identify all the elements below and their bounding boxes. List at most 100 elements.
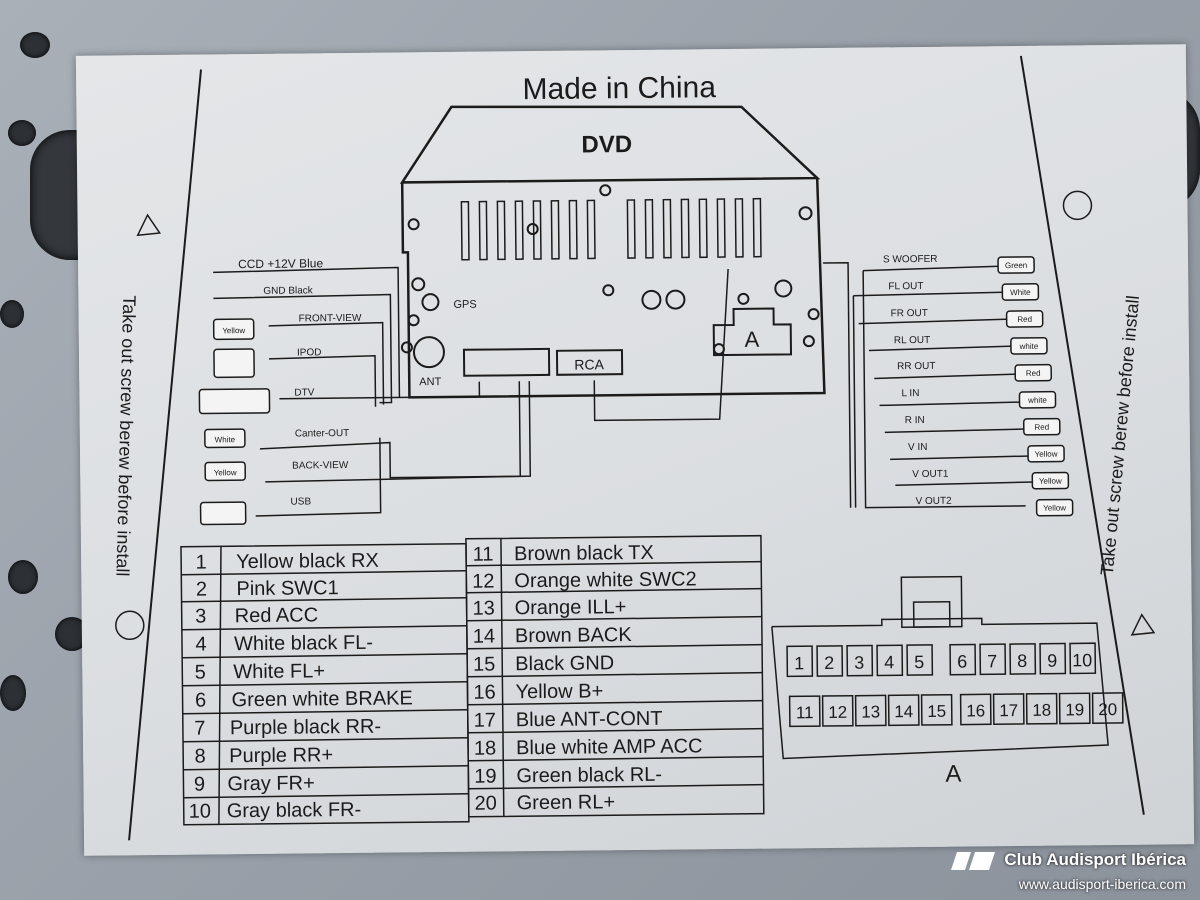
connector-pin-number: 6: [957, 652, 967, 672]
connector-pin-number: 10: [1072, 650, 1092, 670]
port-a-label: A: [744, 327, 759, 352]
heat-sink-fins: [460, 197, 762, 261]
pin-number: 10: [189, 800, 211, 822]
plug-color-label: White: [1010, 288, 1031, 297]
pin-number: 15: [473, 653, 495, 675]
left-cable-label: BACK-VIEW: [292, 460, 349, 472]
wiring-diagram: A RCA GPS ANT Made in China DVD CCD +12V…: [115, 55, 1156, 841]
connector-a-diagram: [771, 575, 1109, 760]
watermark-brand: Club Audisport Ibérica: [1004, 850, 1186, 869]
pin-table-grid: [180, 534, 765, 826]
connector-pin-number: 17: [999, 701, 1018, 720]
rca-label: RCA: [574, 356, 604, 372]
chassis-hole: [8, 560, 38, 594]
audisport-logo-icon: [951, 852, 995, 870]
left-cable-label: GND Black: [263, 285, 314, 297]
pin-number: 13: [472, 597, 494, 619]
left-cable-label: USB: [290, 496, 311, 507]
pin-number: 5: [195, 662, 206, 684]
mascot-icon: [115, 190, 1093, 641]
right-cable-label: R IN: [905, 415, 925, 426]
left-cable-label: IPOD: [297, 347, 322, 358]
right-cable-label: RR OUT: [897, 361, 935, 372]
rca-port: [555, 349, 624, 376]
left-cable-label: DTV: [294, 387, 314, 398]
right-cable-label: FL OUT: [888, 281, 923, 292]
rca-plug-icon: [204, 461, 247, 482]
pin-description: Orange ILL+: [515, 596, 627, 619]
pin-description: Gray FR+: [227, 772, 314, 795]
connector-pin-number: 13: [861, 702, 880, 721]
ipod-plug-icon: [213, 348, 255, 379]
plug-color-label: White: [215, 435, 236, 444]
connector-pin-number: 15: [927, 702, 946, 721]
pin-description: Gray black FR-: [227, 799, 362, 822]
plug-color-label: Yellow: [1035, 450, 1058, 459]
left-cable-label: CCD +12V Blue: [238, 256, 324, 271]
connector-pin-number: 2: [824, 653, 834, 673]
left-cable-lines: [213, 266, 729, 517]
chassis-hole: [0, 675, 26, 711]
right-cable-label: FR OUT: [891, 308, 928, 319]
connector-pin-number: 11: [796, 703, 814, 722]
pin-number: 2: [196, 578, 207, 600]
wiring-label: A RCA GPS ANT Made in China DVD CCD +12V…: [75, 44, 1195, 856]
gps-label: GPS: [453, 299, 476, 311]
pin-number: 12: [472, 570, 494, 592]
connector-pin-number: 16: [966, 701, 985, 720]
pin-description: Purple RR+: [229, 744, 333, 767]
connector-pin-number: 18: [1032, 701, 1051, 720]
connector-pin-number: 14: [894, 702, 913, 721]
port-a-socket: [712, 307, 793, 357]
pin-description: Green black RL-: [516, 764, 662, 788]
left-cable-label: FRONT-VIEW: [299, 313, 362, 325]
plug-color-label: Yellow: [1039, 477, 1062, 486]
pin-number: 14: [473, 625, 495, 647]
pin-number: 17: [474, 709, 496, 731]
pin-description: White FL+: [233, 660, 325, 683]
plug-color-label: Green: [1005, 261, 1027, 270]
unit-holes: [400, 184, 820, 369]
connector-pin-number: 4: [884, 652, 894, 672]
right-cable-label: V IN: [908, 442, 928, 453]
plug-color-label: Red: [1026, 369, 1041, 378]
right-cable-label: S WOOFER: [883, 254, 938, 266]
pin-number: 11: [473, 543, 494, 565]
left-border-line: [128, 69, 202, 841]
plug-color-label: white: [1019, 342, 1039, 351]
pin-description: Purple black RR-: [230, 716, 381, 740]
chassis-hole: [0, 300, 24, 328]
pin-number: 4: [195, 633, 206, 655]
plug-color-label: Red: [1017, 315, 1032, 324]
dtv-plug-icon: [198, 388, 271, 415]
plug-color-label: white: [1027, 396, 1047, 405]
right-cable-label: V OUT1: [912, 469, 949, 480]
pin-description: Brown BACK: [515, 624, 633, 647]
pin-description: Blue ANT-CONT: [516, 708, 663, 732]
pin-description: Green white BRAKE: [231, 687, 412, 711]
pin-number: 3: [195, 605, 206, 627]
dvd-unit-outline: [399, 105, 826, 399]
rca-plug-icon: [212, 318, 255, 341]
pin-number: 8: [195, 746, 206, 768]
pin-description: Blue white AMP ACC: [516, 735, 703, 759]
plug-color-label: Yellow: [222, 326, 245, 335]
left-cable-label: Canter-OUT: [295, 428, 350, 440]
rca-plug-icon: [204, 428, 246, 449]
right-plugs: [997, 256, 1074, 517]
left-plugs: [198, 318, 271, 526]
main-harness-port: [462, 347, 551, 377]
connector-pin-number: 9: [1047, 651, 1057, 671]
pin-description: Orange white SWC2: [514, 568, 697, 592]
warning-icon: [136, 213, 1156, 636]
dvd-label: DVD: [581, 131, 632, 159]
right-cable-label: V OUT2: [915, 496, 952, 507]
pin-number: 18: [474, 737, 496, 759]
connector-pin-number: 5: [914, 652, 924, 672]
watermark-url: www.audisport-iberica.com: [1018, 876, 1186, 892]
connector-pin-number: 20: [1098, 700, 1117, 719]
pin-description: Yellow black RX: [236, 550, 379, 573]
pin-number: 1: [195, 551, 206, 573]
connector-pin-number: 7: [987, 651, 997, 671]
pin-table: 1 Yellow black RX 2 Pink SWC1 3 Red ACC …: [180, 534, 765, 826]
